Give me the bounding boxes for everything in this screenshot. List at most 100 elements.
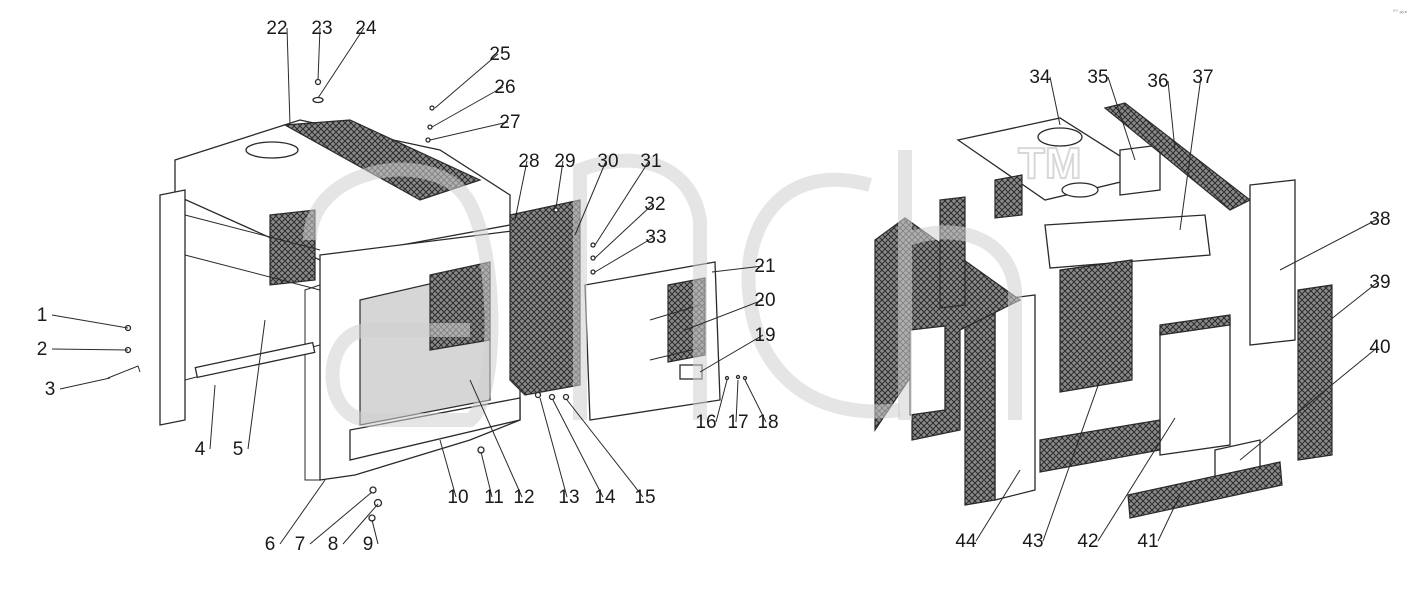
screw-part-31 <box>590 242 596 248</box>
watermark-tm: TM <box>1018 139 1082 188</box>
callout-label-16: 16 <box>695 412 716 433</box>
watermark-letter-a <box>303 162 499 427</box>
liner-39-strip <box>1297 284 1333 461</box>
screw-part-15 <box>562 393 570 401</box>
callout-label-8: 8 <box>328 534 339 555</box>
screw-part-13 <box>534 391 542 399</box>
leader-line-23 <box>317 27 321 81</box>
screw-part-14 <box>548 393 556 401</box>
leader-line-28 <box>514 160 528 221</box>
leader-line-16 <box>715 379 728 423</box>
leader-line-7 <box>309 491 373 545</box>
leader-line-29 <box>555 160 564 209</box>
leader-line-38 <box>1279 218 1379 271</box>
callout-label-13: 13 <box>558 487 579 508</box>
liner-38-post <box>1249 179 1296 346</box>
leader-line-34 <box>1049 76 1061 126</box>
leader-line-5 <box>247 319 266 450</box>
liner-41-strip <box>1127 461 1283 519</box>
leader-line-39 <box>1329 281 1379 321</box>
callout-label-26: 26 <box>494 77 515 98</box>
bolt-part-25 <box>429 105 435 111</box>
callout-label-2: 2 <box>37 339 48 360</box>
callout-label-11: 11 <box>484 487 504 508</box>
liner-43-bottom <box>1039 419 1161 473</box>
watermark: TM <box>303 138 1083 427</box>
watermark-letter-h <box>898 150 1022 420</box>
leader-line-9 <box>371 519 379 545</box>
callout-label-42: 42 <box>1077 531 1098 552</box>
callout-label-1: 1 <box>37 305 48 326</box>
callout-label-22: 22 <box>266 18 287 39</box>
leader-line-10 <box>439 439 457 498</box>
callout-label-35: 35 <box>1087 67 1108 88</box>
callout-label-12: 12 <box>513 487 534 508</box>
callout-label-19: 19 <box>754 325 775 346</box>
callout-label-29: 29 <box>554 151 575 172</box>
washer-part-8 <box>373 498 383 508</box>
callout-label-30: 30 <box>597 151 618 172</box>
pin-part-16 <box>724 375 730 381</box>
liner-34-hole-2 <box>1061 182 1099 198</box>
liner-44-side <box>964 299 996 506</box>
leader-line-3 <box>59 377 111 390</box>
bolt-part-7 <box>369 486 377 494</box>
watermark-letter-c <box>741 172 901 419</box>
leader-line-8 <box>342 503 379 545</box>
callout-label-31: 31 <box>640 151 661 172</box>
callout-label-5: 5 <box>233 439 244 460</box>
watermark-letter-n <box>573 153 707 420</box>
leader-line-19 <box>699 334 764 373</box>
callout-label-20: 20 <box>754 290 775 311</box>
callout-label-32: 32 <box>644 194 665 215</box>
callout-label-44: 44 <box>955 531 977 552</box>
leader-line-37 <box>1179 76 1202 231</box>
leader-line-35 <box>1107 76 1136 161</box>
callout-label-17: 17 <box>727 412 748 433</box>
roof-hatch-opening <box>245 141 299 159</box>
callout-label-41: 41 <box>1137 531 1158 552</box>
leader-line-33 <box>594 236 655 273</box>
liner-left-column <box>939 196 966 309</box>
callout-label-21: 21 <box>754 256 775 277</box>
screw-part-33 <box>590 269 596 275</box>
callout-label-3: 3 <box>45 379 56 400</box>
rear-window-grille <box>269 209 316 286</box>
leader-line-36 <box>1167 80 1176 151</box>
leader-line-40 <box>1239 346 1379 461</box>
liner-34-hole <box>1037 127 1083 147</box>
callout-label-36: 36 <box>1147 71 1168 92</box>
callout-label-39: 39 <box>1369 272 1390 293</box>
callout-label-43: 43 <box>1022 531 1043 552</box>
nut-part-26 <box>427 124 433 130</box>
callout-label-24: 24 <box>355 18 377 39</box>
leader-line-11 <box>480 451 493 498</box>
screw-part-29 <box>553 207 559 213</box>
callout-label-18: 18 <box>757 412 778 433</box>
latch-part-3 <box>107 365 141 379</box>
leader-line-27 <box>429 121 509 141</box>
callout-label-15: 15 <box>634 487 655 508</box>
leader-line-41 <box>1157 494 1181 542</box>
corner-mark: °° ∞∘ <box>1393 10 1408 16</box>
leader-line-26 <box>431 86 504 128</box>
liner-top-left <box>994 174 1023 219</box>
callout-label-28: 28 <box>518 151 539 172</box>
leader-line-42 <box>1097 417 1176 542</box>
liner-43-panel <box>1059 259 1133 393</box>
screw-part-32 <box>590 255 596 261</box>
leader-line-14 <box>552 399 604 498</box>
callout-label-10: 10 <box>447 487 468 508</box>
liner-42-edge <box>1159 314 1231 336</box>
liner-37 <box>1044 214 1211 269</box>
leader-line-1 <box>51 314 129 329</box>
callout-label-34: 34 <box>1029 67 1051 88</box>
callout-label-6: 6 <box>265 534 276 555</box>
leader-line-17 <box>735 379 739 423</box>
leader-line-25 <box>434 53 499 109</box>
callout-label-40: 40 <box>1369 337 1390 358</box>
bolt-part-23 <box>314 78 322 86</box>
side-mesh-panel <box>509 199 581 396</box>
